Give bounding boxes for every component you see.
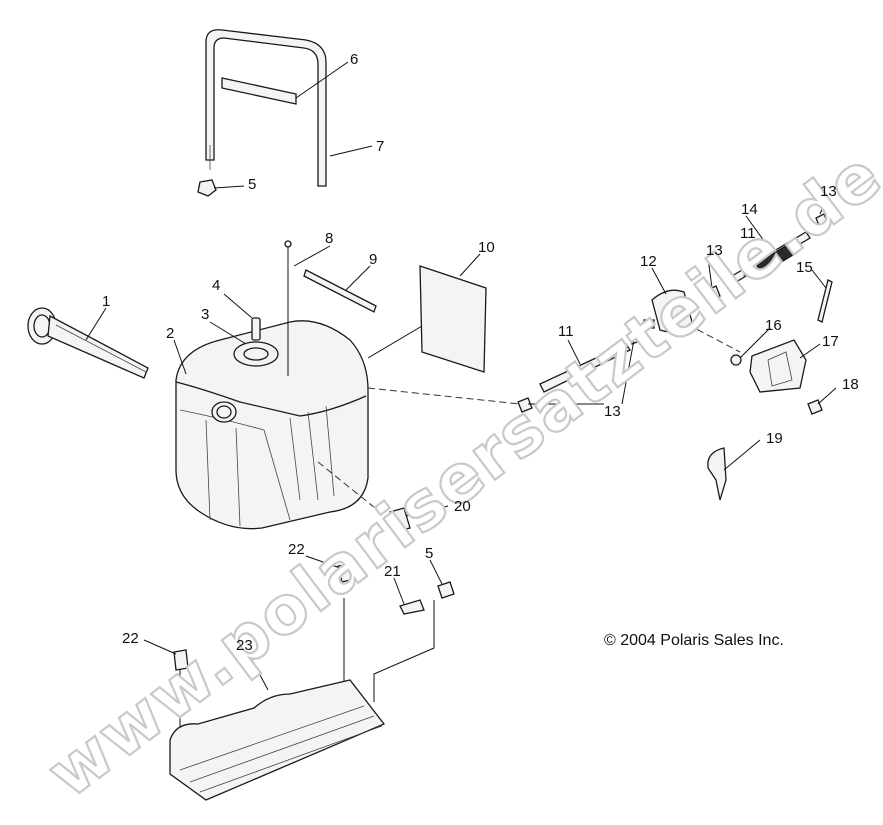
callout-18: 18 (842, 376, 859, 393)
callout-2: 2 (166, 325, 174, 342)
callout-11-lower: 11 (558, 323, 574, 340)
bolt-21 (399, 599, 425, 615)
callout-13-top: 13 (820, 183, 837, 200)
filler-cap-hose (27, 307, 149, 379)
clip-20 (389, 507, 411, 533)
nut-5-lower (437, 581, 455, 599)
callout-16: 16 (765, 317, 782, 334)
bolt-22-lower (173, 649, 189, 671)
callout-5-lower: 5 (425, 545, 433, 562)
callout-20: 20 (454, 498, 471, 515)
callout-17: 17 (822, 333, 839, 350)
bushing-13d (815, 213, 829, 229)
rod-11-lower (539, 343, 631, 393)
callout-3: 3 (201, 306, 209, 323)
spring-14 (755, 241, 799, 275)
bushing-13c (707, 285, 721, 299)
clip-19 (707, 447, 727, 501)
callout-22-lower: 22 (122, 630, 139, 647)
tank-hold-down-bar (205, 29, 327, 187)
bolt-22-upper (337, 563, 353, 583)
callout-12: 12 (640, 253, 657, 270)
callout-1: 1 (102, 293, 110, 310)
callout-22-upper: 22 (288, 541, 305, 558)
callout-11-upper: 11 (740, 225, 756, 242)
callout-21: 21 (384, 563, 401, 580)
bushing-13b (627, 329, 643, 345)
callout-4: 4 (212, 277, 220, 294)
pad-10 (419, 265, 487, 373)
copyright-notice: © 2004 Polaris Sales Inc. (604, 632, 784, 649)
callout-9: 9 (369, 251, 377, 268)
washer-16 (730, 354, 742, 366)
bushing-13a (517, 397, 533, 413)
callout-7: 7 (376, 138, 384, 155)
callout-14: 14 (741, 201, 758, 218)
callout-10: 10 (478, 239, 495, 256)
pin-15 (817, 279, 833, 323)
rod-9 (303, 269, 377, 313)
fuel-tank (175, 317, 369, 530)
bar-pad (221, 77, 297, 105)
callout-13-mid: 13 (706, 242, 723, 259)
callout-19: 19 (766, 430, 783, 447)
fitting-4 (251, 317, 261, 341)
fuel-filter-12 (643, 289, 693, 333)
callout-5-top: 5 (248, 176, 256, 193)
callout-13-lower: 13 (604, 403, 621, 420)
callout-6: 6 (350, 51, 358, 68)
callout-8: 8 (325, 230, 333, 247)
skid-plate-23 (169, 679, 386, 801)
callout-23: 23 (236, 637, 253, 654)
nut-5-top (197, 179, 217, 197)
callout-15: 15 (796, 259, 813, 276)
